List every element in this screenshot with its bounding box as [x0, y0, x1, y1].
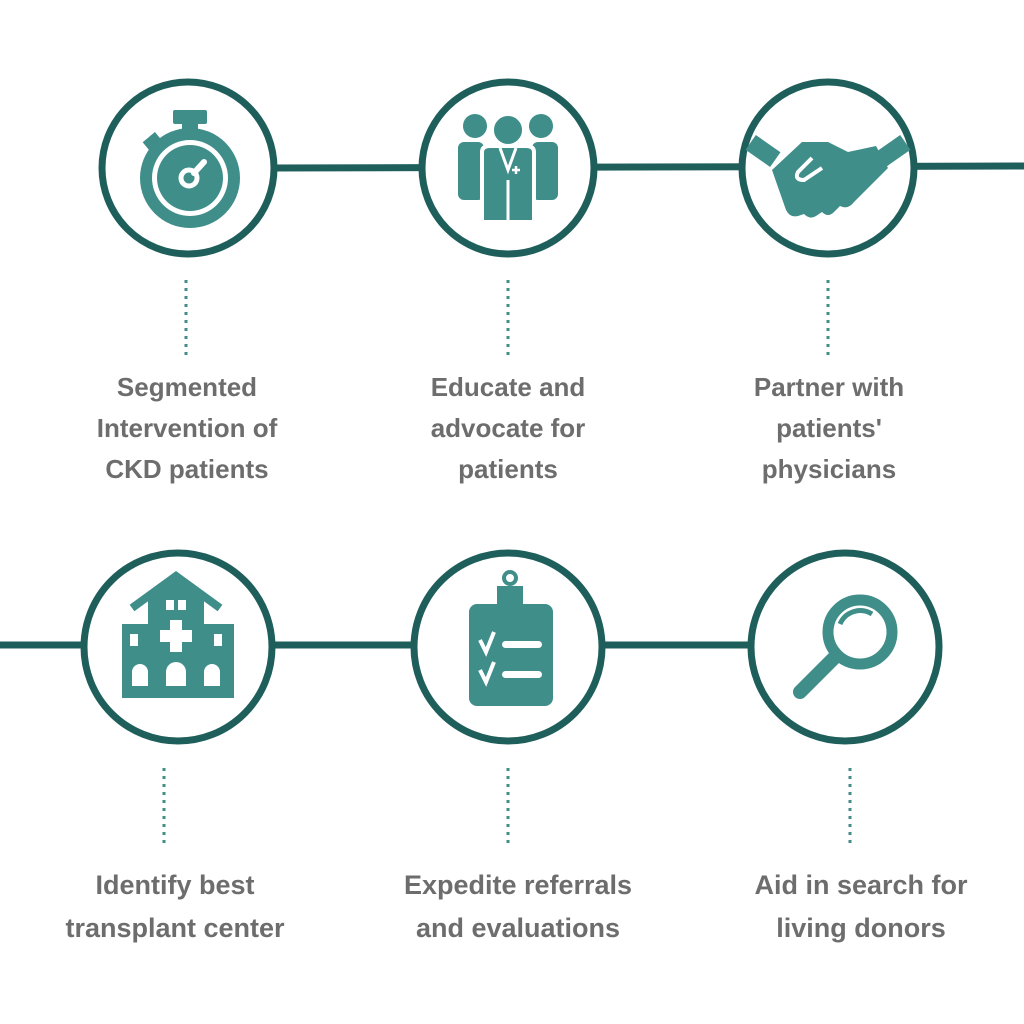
label-line: and evaluations [415, 913, 621, 943]
clipboard-checklist-icon [469, 570, 553, 706]
step-label-partner-physicians: Partner with patients' physicians [679, 367, 979, 490]
label-line: transplant center [65, 913, 285, 943]
step-label-segmented-intervention: Segmented Intervention of CKD patients [37, 367, 337, 490]
magnifying-glass-icon [793, 594, 898, 699]
label-line: Intervention of [96, 413, 278, 443]
step-label-transplant-center: Identify best transplant center [25, 864, 325, 950]
label-line: patients [458, 454, 558, 484]
medical-team-icon [458, 112, 558, 224]
label-line: Segmented [116, 372, 258, 402]
label-line: CKD patients [105, 454, 269, 484]
step-circle [747, 549, 943, 745]
label-line: Expedite referrals [403, 870, 633, 900]
label-line: Educate and [430, 372, 586, 402]
step-label-educate-advocate: Educate and advocate for patients [358, 367, 658, 490]
handshake-icon [745, 135, 911, 218]
hospital-icon [122, 571, 234, 698]
stopwatch-icon [140, 110, 240, 228]
label-line: advocate for [430, 413, 586, 443]
label-line: physicians [761, 454, 897, 484]
label-line: patients' [776, 413, 882, 443]
label-line: Aid in search for [754, 870, 968, 900]
label-line: Identify best [95, 870, 255, 900]
step-label-living-donors: Aid in search for living donors [711, 864, 1011, 950]
step-label-expedite-referrals: Expedite referrals and evaluations [368, 864, 668, 950]
label-line: living donors [776, 913, 946, 943]
label-line: Partner with [753, 372, 905, 402]
